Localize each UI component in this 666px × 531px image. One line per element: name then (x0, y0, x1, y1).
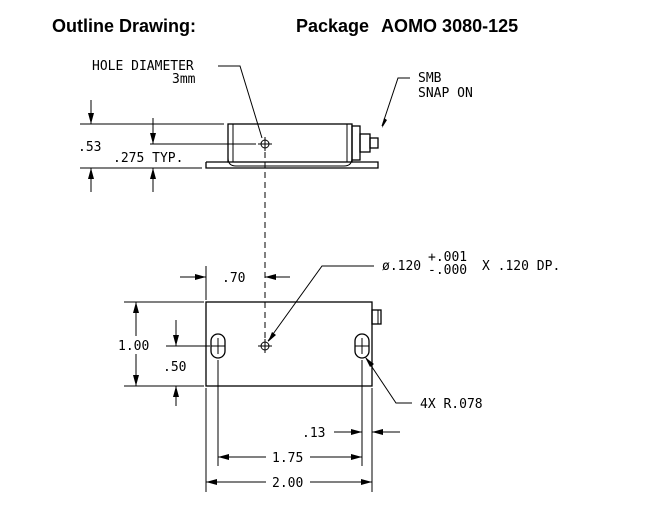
height-dim-text: .53 (78, 140, 101, 155)
arrow (218, 454, 229, 460)
slot-leader (365, 357, 412, 404)
connector-tip (369, 137, 379, 149)
side-view-body (227, 123, 353, 163)
side-view-fillet (227, 157, 353, 167)
arrow (150, 168, 156, 179)
arrow (372, 429, 383, 435)
connector-nut (351, 125, 361, 161)
connector-label-1: SMB (418, 71, 442, 86)
package-label: Package (296, 16, 370, 36)
connector-body (359, 133, 371, 153)
arrow (133, 375, 139, 386)
offset-dim-text: .70 (222, 271, 245, 286)
side-view: HOLE DIAMETER 3mm SMB SNAP ON .53 .275 T… (78, 59, 473, 192)
hole-leader (218, 65, 263, 139)
arrow (173, 335, 179, 346)
arrow (88, 113, 94, 124)
hole-diameter-value: 3mm (172, 72, 196, 87)
top-view: .70 ø.120 +.001 -.000 X .120 DP. 1.00 .5… (118, 250, 560, 492)
hole-spec-tol-plus: +.001 (428, 250, 467, 265)
arrow (173, 386, 179, 397)
hole-spec-diameter: ø.120 (382, 259, 421, 274)
arrow (88, 168, 94, 179)
half-height-dim-text: .50 (163, 360, 186, 375)
hole-spec-leader (267, 265, 374, 342)
connector-leader-arrow (382, 118, 387, 128)
slot-span-dim-text: 1.75 (272, 451, 303, 466)
height-dim-text: 1.00 (118, 339, 149, 354)
connector-stub (371, 309, 382, 325)
arrow (133, 302, 139, 313)
hole-spec-depth: X .120 DP. (482, 259, 560, 274)
arrow (150, 133, 156, 144)
edge-dim-text: .13 (302, 426, 325, 441)
drawing-title: Outline Drawing: (52, 16, 196, 36)
arrow (351, 429, 362, 435)
slot-callout-text: 4X R.078 (420, 397, 483, 412)
top-view-body (205, 301, 373, 387)
connector-label-2: SNAP ON (418, 86, 473, 101)
arrow (351, 454, 362, 460)
arrow (206, 479, 217, 485)
arrow (195, 274, 206, 280)
connector-leader (381, 77, 410, 127)
arrow (268, 332, 276, 342)
package-title: Package AOMO 3080-125 (296, 16, 518, 37)
arrow (265, 274, 276, 280)
hole-height-dim-text: .275 TYP. (113, 151, 183, 166)
hole-diameter-label: HOLE DIAMETER (92, 59, 194, 74)
hole-spec-tol-minus: -.000 (428, 263, 467, 278)
width-dim-text: 2.00 (272, 476, 303, 491)
side-view-base (205, 161, 379, 169)
package-name: AOMO 3080-125 (381, 16, 519, 36)
arrow (365, 357, 374, 367)
arrow (361, 479, 372, 485)
